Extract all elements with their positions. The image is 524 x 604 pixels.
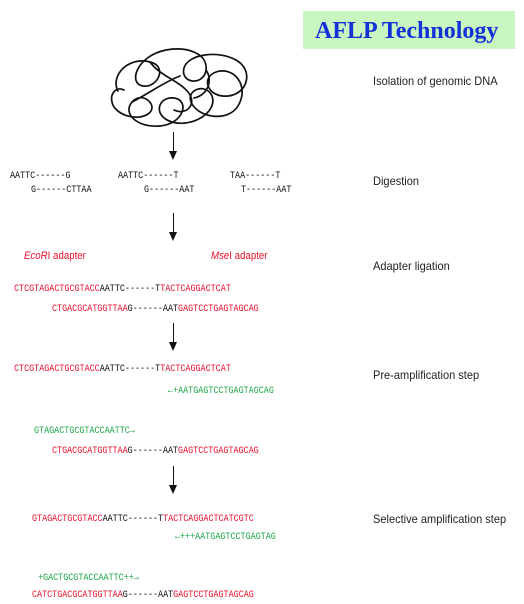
diagram-title: AFLP Technology — [303, 11, 515, 49]
step-selective-label: Selective amplification step — [373, 512, 507, 526]
fragment-2-top: AATTC------T — [118, 170, 179, 182]
ecori-adapter-label: EcoRI adapter — [24, 250, 86, 262]
msei-adapter-label: MseI adapter — [211, 250, 268, 262]
step-isolation-label: Isolation of genomic DNA — [373, 74, 498, 88]
down-arrow-4 — [168, 466, 180, 494]
preamp-ecori-primer: GTAGACTGCGTACCAATTC→ — [34, 425, 135, 437]
genomic-dna-tangle — [110, 48, 248, 127]
preamp-top-strand: CTCGTAGACTGCGTACCAATTC------TTACTCAGGACT… — [14, 363, 231, 375]
down-arrow-2 — [168, 213, 180, 241]
step-digestion-label: Digestion — [373, 174, 420, 188]
fragment-3-top: TAA------T — [230, 170, 281, 182]
fragment-2-bottom: G------AAT — [144, 184, 195, 196]
ligation-top-strand: CTCGTAGACTGCGTACCAATTC------TTACTCAGGACT… — [14, 283, 231, 295]
selective-ecori-primer: +GACTGCGTACCAATTC++→ — [38, 572, 139, 584]
selective-bottom-strand: CATCTGACGCATGGTTAAG------AATGAGTCCTGAGTA… — [32, 589, 254, 601]
down-arrow-1 — [168, 132, 180, 160]
fragment-1-top: AATTC------G — [10, 170, 71, 182]
preamp-bottom-strand: CTGACGCATGGTTAAG------AATGAGTCCTGAGTAGCA… — [52, 445, 259, 457]
down-arrow-3 — [168, 323, 180, 351]
ligation-bottom-strand: CTGACGCATGGTTAAG------AATGAGTCCTGAGTAGCA… — [52, 303, 259, 315]
fragment-3-bottom: T------AAT — [241, 184, 292, 196]
selective-top-strand: GTAGACTGCGTACCAATTC------TTACTCAGGACTCAT… — [32, 513, 254, 525]
step-preamp-label: Pre-amplification step — [373, 368, 480, 382]
fragment-1-bottom: G------CTTAA — [31, 184, 92, 196]
step-ligation-label: Adapter ligation — [373, 259, 450, 273]
selective-msei-primer: ←+++AATGAGTCCTGAGTAG — [175, 531, 276, 543]
preamp-msei-primer: ←+AATGAGTCCTGAGTAGCAG — [168, 385, 274, 397]
